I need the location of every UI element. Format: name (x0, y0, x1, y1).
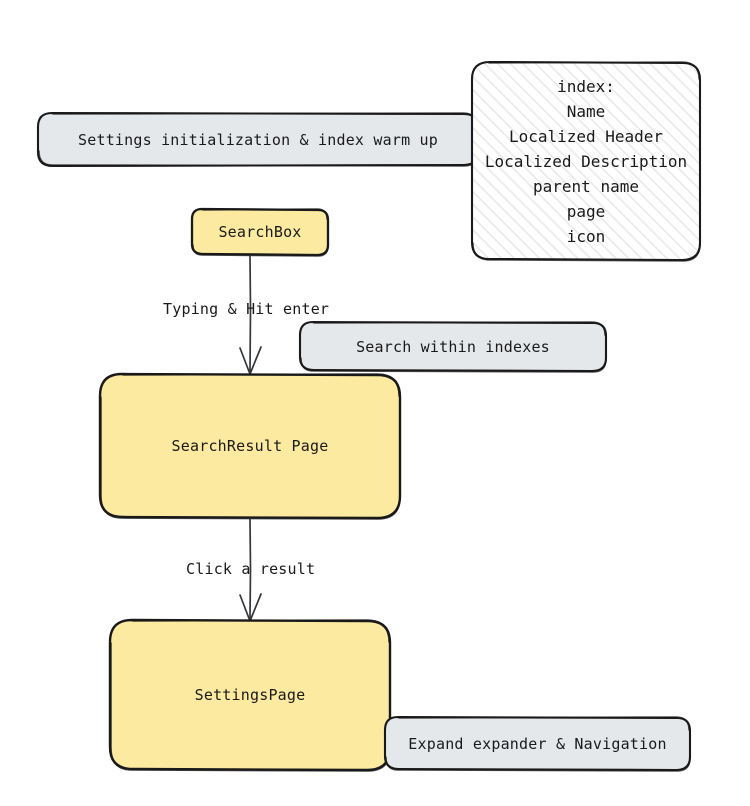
edge-click-a-result (239, 518, 262, 622)
note-index-schema[interactable] (478, 62, 700, 260)
note-search-within-indexes[interactable] (300, 322, 606, 371)
note-index-schema (470, 60, 702, 262)
note-settings-init[interactable] (38, 113, 478, 166)
note-expand-expander (383, 715, 692, 772)
node-settingspage-shape (108, 618, 392, 772)
node-searchresult-page[interactable] (100, 374, 300, 518)
node-searchbox[interactable] (192, 209, 328, 255)
edge-typing-hit-enter (239, 255, 262, 375)
node-searchbox-shape (190, 207, 330, 257)
node-searchresult-shape (98, 372, 402, 520)
note-expand-expander[interactable] (385, 717, 690, 770)
note-search-within-indexes (298, 320, 608, 373)
node-settings-page[interactable] (110, 620, 385, 717)
